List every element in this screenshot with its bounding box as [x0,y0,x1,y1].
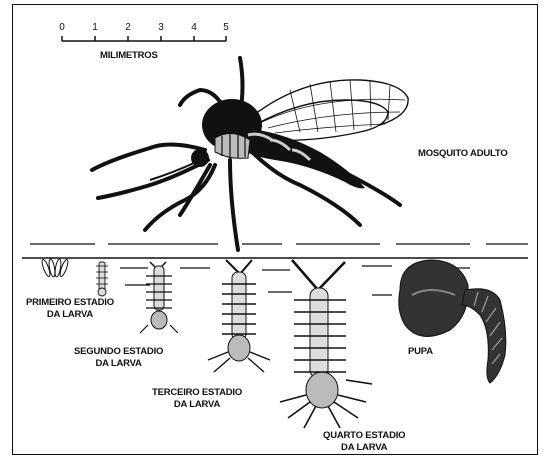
label-pupa: PUPA [408,346,433,358]
scale-tick-0: 0 [59,22,65,33]
scale-unit-label: MILIMETROS [100,50,158,62]
third-instar-larva-icon [208,260,270,372]
label-first-instar: PRIMEIRO ESTADIO DA LARVA [26,297,114,321]
eggs-icon [41,259,70,278]
scale-tick-1: 1 [92,22,98,33]
second-instar-larva-icon [140,262,178,333]
scale-tick-5: 5 [223,22,229,33]
label-second-instar: SEGUNDO ESTADIO DA LARVA [74,346,163,370]
adult-mosquito-icon [92,58,408,250]
label-adult-mosquito: MOSQUITO ADULTO [418,148,508,160]
scale-tick-3: 3 [158,22,164,33]
label-third-instar: TERCEIRO ESTADIO DA LARVA [152,387,242,411]
label-fourth-instar: QUARTO ESTADIO DA LARVA [323,430,405,454]
scale-tick-4: 4 [191,22,197,33]
scale-bar [62,36,226,41]
fourth-instar-larva-icon [280,260,372,428]
pupa-icon [399,260,506,383]
scale-tick-2: 2 [125,22,131,33]
first-instar-larva-icon [96,262,108,296]
